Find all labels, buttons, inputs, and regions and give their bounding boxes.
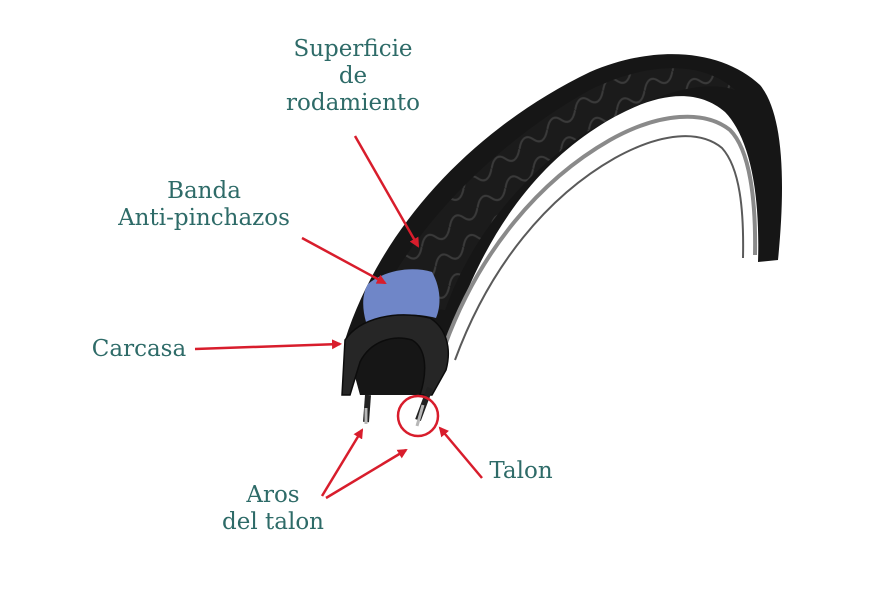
label-bead-wires: Aros del talon <box>212 482 334 536</box>
label-bead-line-1: Talon <box>489 458 553 484</box>
label-casing: Carcasa <box>84 336 194 363</box>
arrow-bead <box>438 426 483 479</box>
tire-body-shape <box>345 54 783 395</box>
sidewall-stripe-inner <box>454 135 745 361</box>
label-band: Banda Anti-pinchazos <box>104 178 304 232</box>
label-tread-line-2: de <box>338 63 368 89</box>
arrow-band <box>301 236 387 285</box>
label-tread: Superficie de rodamiento <box>278 36 428 117</box>
bead-highlight-circle <box>396 394 440 438</box>
arrow-casing <box>194 339 342 351</box>
sidewall-stripe-shape <box>443 114 758 346</box>
label-band-line-1: Banda <box>167 178 241 204</box>
label-bead-wires-line-2: del talon <box>222 509 324 535</box>
label-band-line-2: Anti-pinchazos <box>118 205 290 231</box>
label-bead: Talon <box>484 458 558 485</box>
bead-wire-left <box>363 394 371 424</box>
label-tread-line-3: rodamiento <box>286 90 420 116</box>
arrow-bead-wire-left <box>320 428 364 497</box>
tread-surface-shape <box>380 68 735 311</box>
bead-wire-right <box>415 386 433 427</box>
arrow-bead-wire-right <box>325 448 408 500</box>
label-tread-line-1: Superficie <box>293 36 413 62</box>
label-casing-line-1: Carcasa <box>91 336 187 362</box>
arrow-tread <box>353 135 420 248</box>
label-bead-wires-line-1: Aros <box>246 482 300 508</box>
